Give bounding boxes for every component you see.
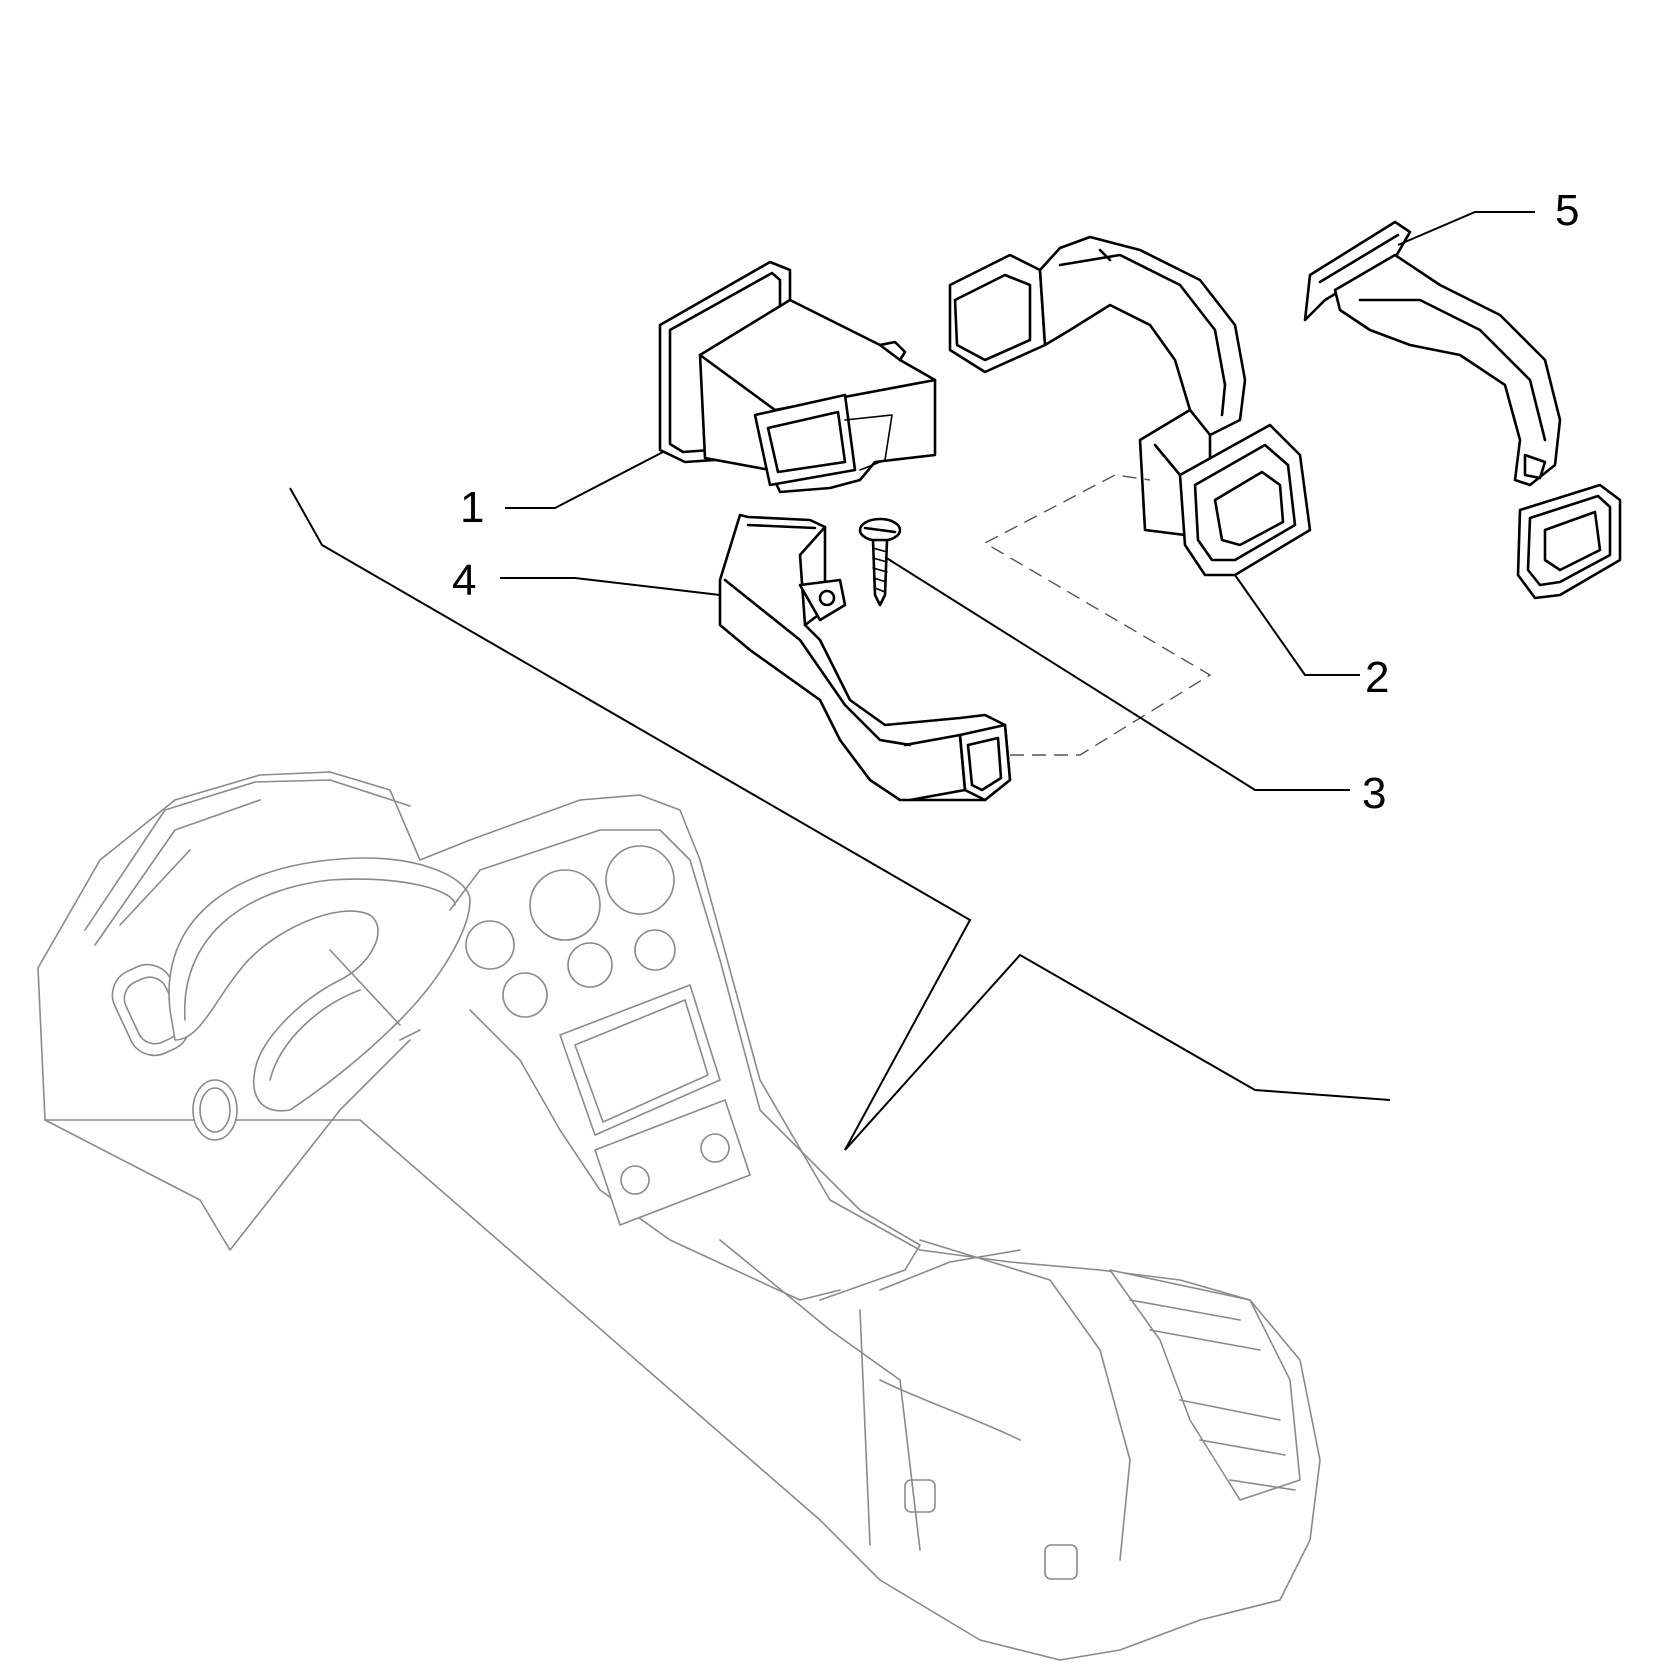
part-5-side-duct [1303, 220, 1622, 600]
callout-5: 5 [1555, 186, 1579, 235]
callout-leaders [500, 211, 1535, 791]
assembly-pointer-lines [289, 487, 1391, 1151]
callout-3: 3 [1362, 769, 1386, 818]
callout-4: 4 [452, 556, 476, 605]
assembly-guide-dashed-line [983, 474, 1212, 756]
part-3-screw [858, 517, 902, 607]
callout-1: 1 [460, 483, 484, 532]
callout-2: 2 [1365, 653, 1389, 702]
part-1-vent-duct [658, 260, 937, 494]
part-2-center-duct [948, 235, 1312, 577]
part-4-lower-duct [718, 513, 1012, 802]
leader-2 [1234, 574, 1360, 676]
leader-5 [1397, 211, 1535, 246]
dashboard-console-assembly [37, 771, 1321, 1661]
callout-numbers: 1 2 3 4 5 [452, 186, 1579, 818]
leader-4 [500, 577, 721, 596]
leader-3 [884, 556, 1350, 791]
leader-1 [505, 451, 664, 509]
